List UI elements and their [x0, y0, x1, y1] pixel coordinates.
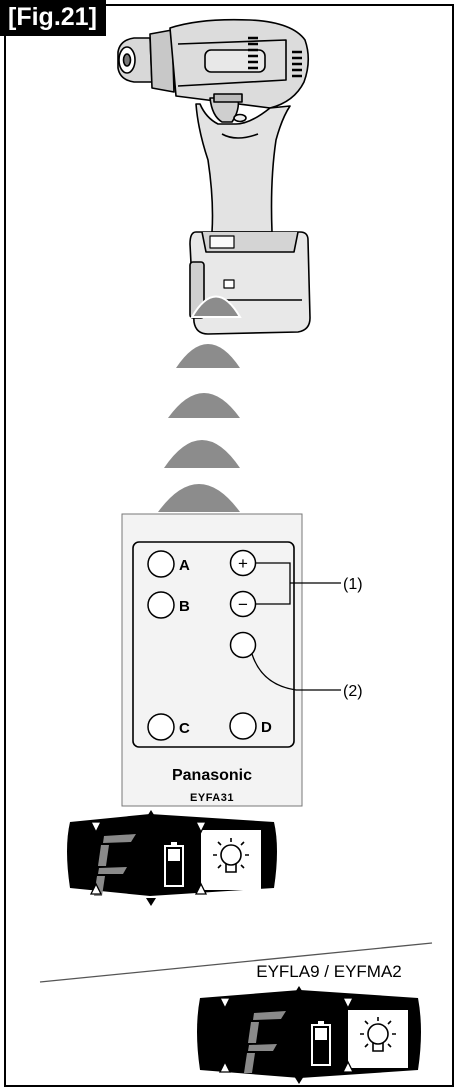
minus-icon: −	[238, 595, 248, 614]
remote-button-a-label: A	[179, 557, 190, 574]
arrow-marker-icon	[146, 810, 156, 818]
callout-1	[255, 562, 341, 605]
remote-button-a[interactable]: A	[147, 550, 190, 578]
light-bulb-icon	[201, 830, 261, 890]
remote-button-light[interactable]	[229, 631, 257, 659]
figure-label: [Fig.21]	[0, 0, 106, 36]
arrow-marker-icon	[218, 997, 355, 1073]
signal-wave-icon	[176, 344, 240, 368]
light-bulb-icon	[348, 1010, 408, 1068]
brand-logo: Panasonic	[172, 767, 252, 784]
callout-2	[251, 653, 341, 691]
remote-button-minus[interactable]: −	[229, 590, 257, 618]
battery-icon	[311, 1021, 331, 1066]
arrow-marker-icon	[146, 898, 156, 906]
callout-1-label: (1)	[343, 576, 363, 593]
models-label: EYFLA9 / EYFMA2	[256, 962, 402, 981]
arrow-marker-icon	[294, 986, 304, 994]
segment-display-f	[94, 834, 136, 896]
remote-button-c[interactable]: C	[147, 713, 190, 741]
divider-line	[39, 942, 433, 983]
remote-button-d[interactable]: D	[229, 712, 272, 740]
arrow-marker-icon	[294, 1076, 304, 1084]
signal-wave-icon	[164, 440, 240, 468]
signal-wave-icon	[158, 484, 240, 512]
remote-button-plus[interactable]: +	[229, 549, 257, 577]
segment-display-f	[244, 1011, 286, 1073]
display-panel-bottom	[197, 986, 421, 1084]
remote-button-b[interactable]: B	[147, 591, 190, 619]
signal-wave-icon	[168, 393, 240, 418]
display-sub-label: /30	[118, 892, 135, 906]
remote-button-c-label: C	[179, 720, 190, 737]
remote-button-b-label: B	[179, 598, 190, 615]
callout-2-label: (2)	[343, 683, 363, 700]
impact-driver-drawing	[117, 18, 311, 335]
battery-icon	[164, 842, 184, 887]
signal-wave-icon	[190, 295, 242, 318]
display-panel-top: /30	[67, 810, 277, 906]
plus-icon: +	[238, 554, 248, 573]
arrow-marker-icon	[89, 821, 208, 895]
remote-model-label: EYFA31	[190, 792, 234, 804]
remote-button-d-label: D	[261, 719, 272, 736]
signal-waves	[158, 295, 242, 512]
remote-button-panel	[132, 541, 295, 748]
figure-frame	[4, 4, 454, 1087]
remote-control: A B + − C D Panasonic EYFA31	[121, 513, 303, 807]
